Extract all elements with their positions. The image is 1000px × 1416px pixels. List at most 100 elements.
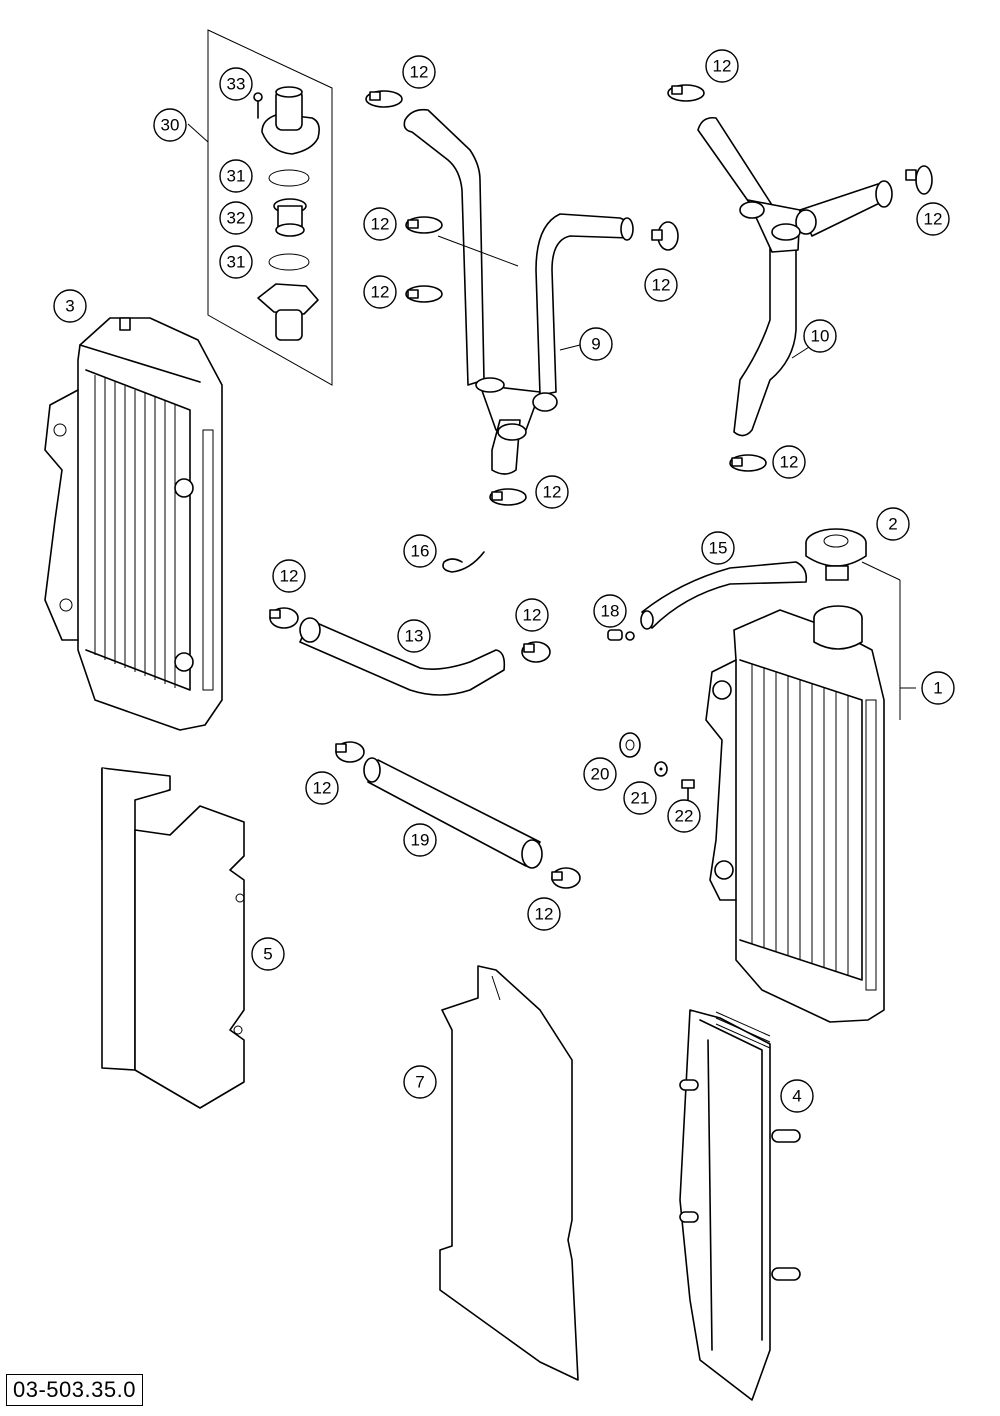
callout-5: 5	[251, 937, 285, 971]
callout-label: 5	[263, 945, 272, 964]
callout-18: 18	[593, 594, 627, 628]
callout-circle	[219, 159, 253, 193]
callout-circle	[403, 534, 437, 568]
callout-circle	[644, 268, 678, 302]
spring-clip	[442, 551, 485, 573]
screw-22	[681, 779, 695, 801]
clamp	[405, 285, 443, 303]
callout-21: 21	[623, 781, 657, 815]
callout-circle	[583, 757, 617, 791]
callout-label: 31	[227, 167, 246, 186]
callout-33: 33	[219, 67, 253, 101]
o-ring-lower	[268, 253, 310, 271]
callout-circle	[535, 475, 569, 509]
callout-label: 12	[371, 283, 390, 302]
callout-12: 12	[515, 598, 549, 632]
drawing-code: 03-503.35.0	[6, 1374, 143, 1406]
callout-label: 31	[227, 253, 246, 272]
callout-32: 32	[219, 201, 253, 235]
callout-circle	[363, 207, 397, 241]
hose-y-right	[697, 116, 893, 437]
callout-circle	[397, 619, 431, 653]
callout-circle	[772, 445, 806, 479]
callout-label: 16	[411, 542, 430, 561]
callout-circle	[916, 202, 950, 236]
callout-20: 20	[583, 757, 617, 791]
callout-1: 1	[921, 671, 955, 705]
callout-circle	[272, 559, 306, 593]
callout-label: 18	[601, 602, 620, 621]
callout-label: 12	[410, 63, 429, 82]
callout-12: 12	[305, 771, 339, 805]
callout-circle	[667, 799, 701, 833]
clamp	[729, 454, 767, 472]
callout-12: 12	[527, 897, 561, 931]
callout-label: 12	[280, 567, 299, 586]
callout-16: 16	[403, 534, 437, 568]
callout-label: 12	[780, 453, 799, 472]
callout-circle	[402, 55, 436, 89]
callout-label: 15	[709, 539, 728, 558]
radiator-guard-right	[679, 1009, 801, 1401]
hose-13	[299, 617, 506, 696]
clamp	[532, 392, 558, 412]
radiator-left	[44, 317, 223, 731]
callout-12: 12	[644, 268, 678, 302]
clamp	[335, 741, 365, 763]
clamp	[405, 216, 443, 234]
callout-circle	[251, 937, 285, 971]
callout-circle	[403, 1065, 437, 1099]
callout-label: 20	[591, 765, 610, 784]
callout-12: 12	[772, 445, 806, 479]
callout-label: 21	[631, 789, 650, 808]
callout-12: 12	[916, 202, 950, 236]
grommet-20	[619, 732, 641, 758]
callout-circle	[219, 201, 253, 235]
callout-label: 33	[227, 75, 246, 94]
hose-15	[640, 561, 808, 630]
callout-12: 12	[272, 559, 306, 593]
callout-label: 12	[924, 210, 943, 229]
callout-circle	[705, 49, 739, 83]
callout-label: 2	[888, 515, 897, 534]
clamp	[269, 607, 299, 629]
hose-19	[363, 757, 543, 869]
radiator-left-core	[94, 375, 176, 688]
clamp	[739, 201, 765, 219]
callout-12: 12	[535, 475, 569, 509]
callout-12: 12	[363, 275, 397, 309]
callout-circle	[921, 671, 955, 705]
fitting-18	[607, 629, 635, 641]
callout-circle	[780, 1079, 814, 1113]
callout-label: 22	[675, 807, 694, 826]
callout-12: 12	[402, 55, 436, 89]
radiator-right	[705, 561, 916, 1023]
callout-label: 10	[811, 327, 830, 346]
callout-label: 1	[933, 679, 942, 698]
callout-label: 30	[161, 116, 180, 135]
o-ring-upper	[268, 169, 310, 187]
radiator-cap	[805, 528, 867, 581]
callout-circle	[219, 67, 253, 101]
clamp	[497, 423, 527, 441]
callout-9: 9	[579, 327, 613, 361]
callout-4: 4	[780, 1079, 814, 1113]
callout-7: 7	[403, 1065, 437, 1099]
callout-circle	[701, 531, 735, 565]
callout-label: 7	[415, 1073, 424, 1092]
radiator-shroud-center	[439, 965, 579, 1381]
clamp	[365, 90, 403, 108]
clamp	[905, 165, 933, 195]
callout-circle	[403, 823, 437, 857]
callout-12: 12	[705, 49, 739, 83]
callout-circle	[803, 319, 837, 353]
clamp	[667, 84, 705, 102]
callout-circle	[53, 289, 87, 323]
callout-circle	[305, 771, 339, 805]
clamp	[771, 223, 801, 241]
callout-label: 12	[523, 606, 542, 625]
thermostat-assembly	[187, 29, 333, 386]
callout-label: 12	[543, 483, 562, 502]
